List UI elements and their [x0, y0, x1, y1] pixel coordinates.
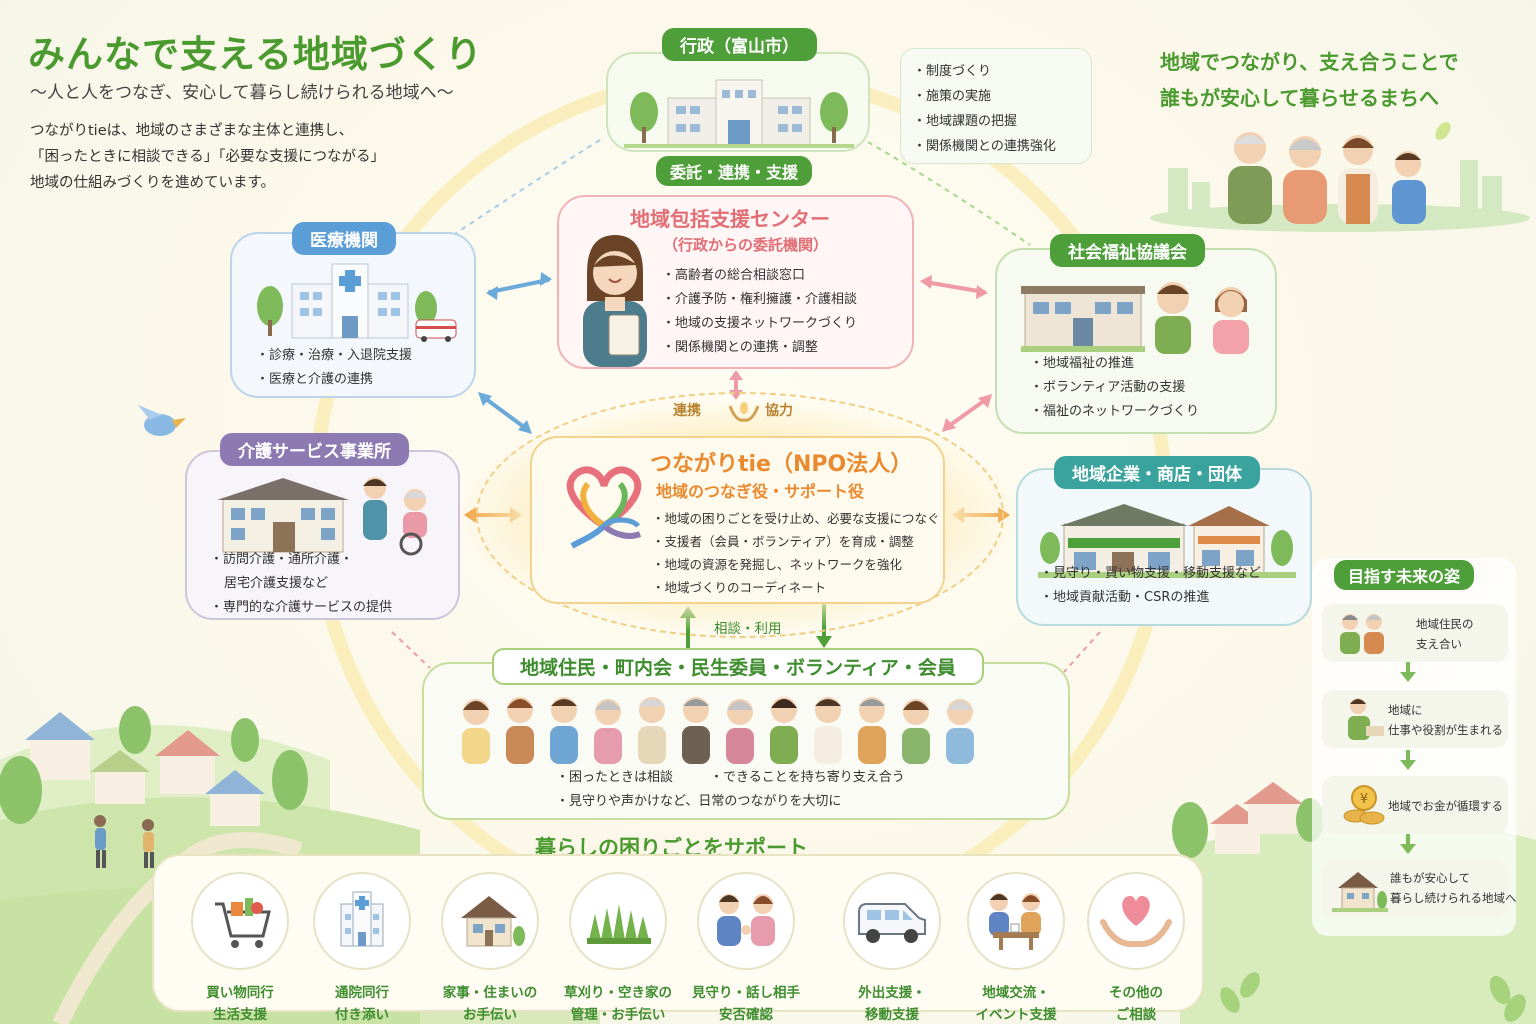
delegation-label: 委託・連携・支援	[656, 156, 813, 186]
government-card	[606, 52, 870, 152]
tie-dotted-ring	[476, 392, 1004, 638]
hospital-icon	[340, 891, 384, 947]
government-duties: 制度づくり 施策の実施 地域課題の把握 関係機関との連携強化	[900, 48, 1092, 164]
care-service-provider-tag: 介護サービス事業所	[220, 433, 409, 466]
shopping-cart-icon	[215, 898, 271, 948]
staff-icon	[583, 235, 647, 367]
family-illustration	[1228, 132, 1426, 224]
residents-tag: 地域住民・町内会・民生委員・ボランティア・会員	[492, 648, 984, 685]
center-items: 高齢者の総合相談窓口 介護予防・権利擁護・介護相談 地域の支援ネットワークづくり…	[662, 264, 857, 360]
residents-item-3: 見守りや声かけなど、日常のつながりを大切に	[556, 790, 841, 814]
medical-institution-tag: 医療機関	[292, 222, 396, 255]
page-subtitle: 〜人と人をつなぎ、安心して暮らし続けられる地域へ〜	[30, 83, 454, 103]
future-step-2-text: 地域に仕事や役割が生まれる	[1388, 703, 1503, 737]
center-subtitle: （行政からの委託機関）	[663, 236, 829, 254]
conversation-icon	[717, 894, 775, 946]
van-icon	[858, 903, 926, 943]
tie-title: つながりtie（NPO法人）	[650, 452, 913, 477]
future-step-4	[1322, 860, 1508, 918]
consultation-label: 相談・利用	[714, 621, 782, 637]
residents-item-1: 困ったときは相談	[556, 766, 673, 790]
slogan: 地域でつながり、支え合うことで 誰もが安心して暮らせるまちへ	[1160, 50, 1459, 110]
tie-logo-icon	[566, 466, 642, 549]
hands-icon	[728, 402, 760, 422]
future-step-2	[1322, 690, 1508, 748]
cooperation-label-left: 連携	[673, 403, 701, 419]
intro-text: つながりtieは、地域のさまざまな主体と連携し、 「困ったときに相談できる」「必…	[30, 123, 385, 191]
tie-subtitle: 地域のつなぎ役・サポート役	[656, 482, 865, 501]
service-community-events: 地域交流・イベント支援	[956, 872, 1076, 1024]
social-welfare-council-tag: 社会福祉協議会	[1050, 234, 1205, 267]
medical-items: 診療・治療・入退院支援 医療と介護の連携	[256, 344, 412, 392]
leaf-icon	[1435, 122, 1451, 140]
care-items: 訪問介護・通所介護・ 居宅介護支援など 専門的な介護サービスの提供	[210, 548, 392, 620]
service-housework: 家事・住まいのお手伝い	[430, 872, 550, 1024]
future-arrows	[1400, 662, 1416, 854]
residents-item-2: できることを持ち寄り支え合う	[710, 766, 905, 790]
service-grass-cutting: 草刈り・空き家の管理・お手伝い	[558, 872, 678, 1024]
page-title: みんなで支える地域づくり	[28, 33, 483, 76]
service-hospital: 通院同行付き添い	[302, 872, 422, 1024]
grass-icon	[587, 904, 651, 944]
home-icon	[1332, 872, 1388, 912]
service-transport: 外出支援・移動支援	[832, 872, 952, 1024]
house-icon	[461, 896, 525, 947]
council-items: 地域福祉の推進 ボランティア活動の支援 福祉のネットワークづくり	[1030, 352, 1199, 424]
work-icon	[1348, 698, 1384, 740]
bird-icon	[138, 405, 186, 436]
cooperation-label-right: 協力	[765, 403, 793, 419]
future-step-1	[1322, 604, 1508, 662]
svg-text:¥: ¥	[1360, 792, 1368, 807]
future-step-4-text: 誰もが安心して暮らし続けられる地域へ	[1390, 871, 1517, 905]
service-watching: 見守り・話し相手安否確認	[686, 872, 806, 1024]
care-service-provider-card	[185, 450, 460, 620]
heart-hands-icon	[1100, 895, 1172, 948]
hospital-icon	[257, 263, 457, 342]
future-step-1-text: 地域住民の支え合い	[1416, 617, 1474, 651]
future-vision-tag: 目指す未来の姿	[1334, 560, 1475, 590]
service-other-consultation: その他のご相談	[1076, 872, 1196, 1024]
future-step-3: ¥	[1322, 776, 1508, 834]
residents-crowd-illustration	[462, 697, 974, 764]
welfare-council-icon	[1021, 282, 1249, 354]
residents-icon	[1340, 614, 1384, 654]
tie-items: 地域の困りごとを受け止め、必要な支援につなぐ 支援者（会員・ボランティア）を育成…	[652, 507, 940, 599]
future-step-3-text: 地域でお金が循環する	[1388, 799, 1503, 813]
service-shopping: 買い物同行生活支援	[180, 872, 300, 1024]
city-hall-icon	[624, 79, 854, 148]
care-facility-icon	[217, 477, 427, 556]
business-items: 見守り・買い物支援・移動支援など 地域貢献活動・CSRの推進	[1040, 562, 1261, 610]
local-business-tag: 地域企業・商店・団体	[1054, 456, 1260, 489]
government-tag: 行政（富山市）	[662, 28, 817, 61]
community-icon	[989, 893, 1041, 950]
center-title: 地域包括支援センター	[630, 207, 830, 231]
coin-icon: ¥	[1343, 785, 1385, 825]
